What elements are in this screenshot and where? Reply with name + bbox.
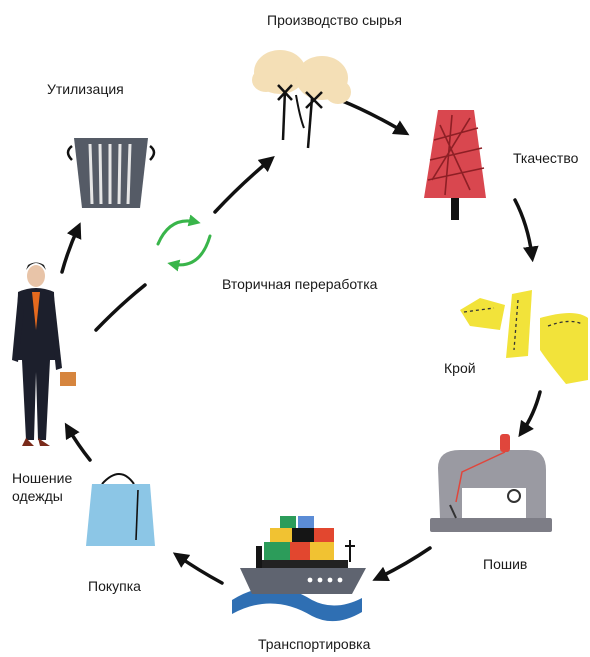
arrow-transport-to-purchase — [178, 556, 222, 583]
label-recycling: Вторичная переработка — [222, 276, 377, 293]
thread-spool-icon — [424, 110, 486, 220]
cargo-ship-icon — [232, 516, 366, 621]
shopping-bag-icon — [86, 474, 155, 546]
arrow-recycling-to-raw — [215, 160, 270, 212]
label-purchase: Покупка — [88, 578, 141, 595]
label-wearing-line2: одежды — [12, 488, 63, 505]
label-sewing: Пошив — [483, 556, 527, 573]
cotton-plant-icon — [252, 50, 351, 148]
arrow-weaving-to-cutting — [515, 200, 532, 256]
label-wearing-line1: Ношение — [12, 470, 72, 487]
arrow-wearing-to-recycling — [96, 285, 145, 330]
recycle-arrows-icon — [158, 221, 210, 265]
label-transport: Транспортировка — [258, 636, 370, 653]
trash-bin-icon — [68, 138, 154, 208]
arrow-sewing-to-transport — [378, 548, 430, 578]
label-weaving: Ткачество — [513, 150, 578, 167]
arrow-purchase-to-wearing — [68, 428, 90, 460]
fabric-pattern-pieces-icon — [460, 290, 588, 384]
arrow-cutting-to-sewing — [522, 392, 540, 432]
arrow-wearing-to-disposal — [62, 228, 78, 272]
label-raw-material: Производство сырья — [267, 12, 402, 29]
man-in-suit-icon — [12, 263, 76, 447]
label-cutting: Крой — [444, 360, 476, 377]
arrow-raw-to-weaving — [340, 100, 404, 132]
label-disposal: Утилизация — [47, 81, 124, 98]
sewing-machine-icon — [430, 434, 552, 532]
